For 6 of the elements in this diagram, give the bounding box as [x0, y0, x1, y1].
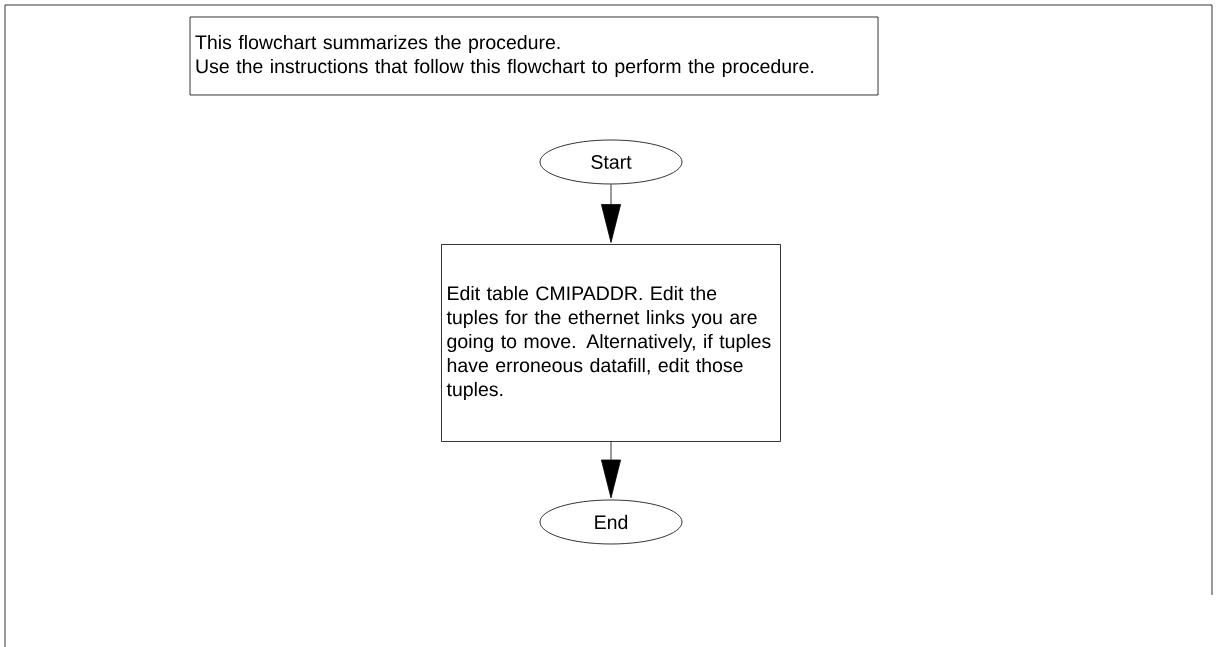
arrow — [601, 441, 621, 499]
end-terminal: End — [539, 499, 683, 545]
arrow — [601, 184, 621, 243]
note-box: This flowchart summarizes the procedure. Use the instructions that follow this flowchart to perform the procedure. — [189, 16, 879, 96]
process-box: Edit table CMIPADDR. Edit the tuples for the ethernet links you are going to move. Alternatively, if tuples have erroneous datafill, edit those tuples. — [441, 244, 781, 442]
start-terminal: Start — [539, 139, 683, 185]
